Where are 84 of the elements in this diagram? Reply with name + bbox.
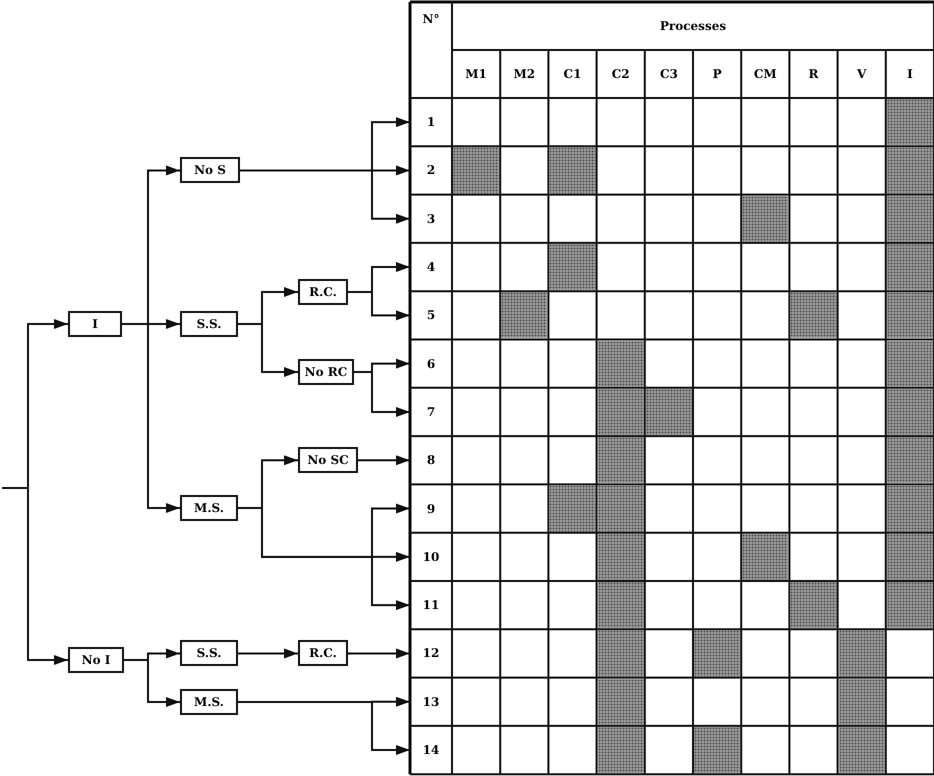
- shaded-cell: [838, 678, 885, 725]
- shaded-cell: [742, 534, 788, 580]
- row-number: 2: [410, 146, 452, 195]
- column-header: M2: [512, 66, 536, 83]
- shaded-cell: [886, 292, 933, 338]
- row-number: 4: [410, 242, 452, 292]
- shaded-cell: [886, 340, 933, 387]
- column-header: I: [906, 66, 914, 83]
- row-number: 9: [410, 484, 452, 533]
- decision-box: M.S.: [180, 495, 238, 521]
- column-header: V: [856, 66, 868, 83]
- shaded-cell: [598, 726, 644, 774]
- arrow: [354, 371, 410, 417]
- shaded-cell: [886, 534, 933, 580]
- shaded-cell: [742, 196, 788, 242]
- shaded-cell: [598, 437, 644, 484]
- decision-box: S.S.: [180, 640, 238, 666]
- shaded-cell: [886, 437, 933, 484]
- shaded-cell: [646, 388, 692, 436]
- shaded-cell: [453, 147, 500, 194]
- decision-box: I: [68, 311, 122, 337]
- shaded-cell: [501, 292, 548, 338]
- shaded-cell: [598, 630, 644, 677]
- decision-box: No RC: [298, 359, 354, 385]
- shaded-cell: [838, 726, 885, 774]
- shaded-cell: [886, 244, 933, 290]
- row-number: 11: [410, 581, 452, 630]
- row-number: 3: [410, 194, 452, 243]
- table-header: Processes: [658, 18, 728, 35]
- arrow: [358, 455, 410, 466]
- shaded-cell: [598, 678, 644, 725]
- row-number: 5: [410, 291, 452, 340]
- shaded-cell: [598, 582, 644, 628]
- column-header: P: [712, 66, 723, 83]
- shaded-cell: [598, 340, 644, 387]
- column-header: C1: [562, 66, 582, 83]
- shaded-cell: [549, 147, 596, 194]
- row-number: 14: [410, 726, 452, 774]
- arrow: [238, 323, 298, 377]
- arrow: [122, 323, 180, 513]
- shaded-cell: [598, 388, 644, 436]
- shaded-cell: [549, 485, 596, 532]
- column-header: CM: [752, 66, 778, 83]
- decision-box: No S: [180, 157, 240, 184]
- decision-box: No I: [68, 647, 124, 673]
- arrow: [348, 648, 410, 658]
- arrow: [348, 291, 410, 320]
- column-header: C2: [610, 66, 631, 83]
- shaded-cell: [598, 534, 644, 580]
- decision-box: M.S.: [180, 689, 238, 715]
- shaded-cell: [886, 99, 933, 146]
- decision-box: R.C.: [298, 640, 348, 666]
- table-header: N°: [422, 11, 440, 28]
- row-number: 6: [410, 340, 452, 388]
- shaded-cell: [838, 630, 885, 677]
- row-number: 7: [410, 388, 452, 436]
- row-number: 12: [410, 629, 452, 678]
- shaded-cell: [694, 726, 740, 774]
- arrow: [240, 169, 410, 224]
- shaded-cell: [886, 388, 933, 436]
- arrow: [238, 507, 410, 610]
- arrow: [238, 701, 410, 756]
- shaded-cell: [598, 485, 644, 532]
- arrow: [238, 648, 298, 658]
- row-number: 8: [410, 436, 452, 484]
- shaded-cell: [886, 485, 933, 532]
- shaded-cell: [694, 630, 740, 677]
- row-number: 1: [410, 98, 452, 146]
- arrow: [124, 659, 180, 707]
- arrow: [2, 487, 68, 665]
- row-number: 13: [410, 678, 452, 726]
- decision-box: R.C.: [298, 279, 348, 305]
- row-number: 10: [410, 532, 452, 581]
- decision-box: S.S.: [180, 311, 238, 337]
- shaded-cell: [549, 244, 596, 290]
- column-header: R: [807, 66, 820, 83]
- shaded-cell: [886, 147, 933, 194]
- shaded-cell: [790, 292, 837, 338]
- column-header: M1: [464, 66, 488, 83]
- shaded-cell: [886, 196, 933, 242]
- shaded-cell: [886, 582, 933, 628]
- shaded-cell: [790, 582, 837, 628]
- decision-box: No SC: [298, 447, 358, 474]
- column-header: C3: [658, 66, 679, 83]
